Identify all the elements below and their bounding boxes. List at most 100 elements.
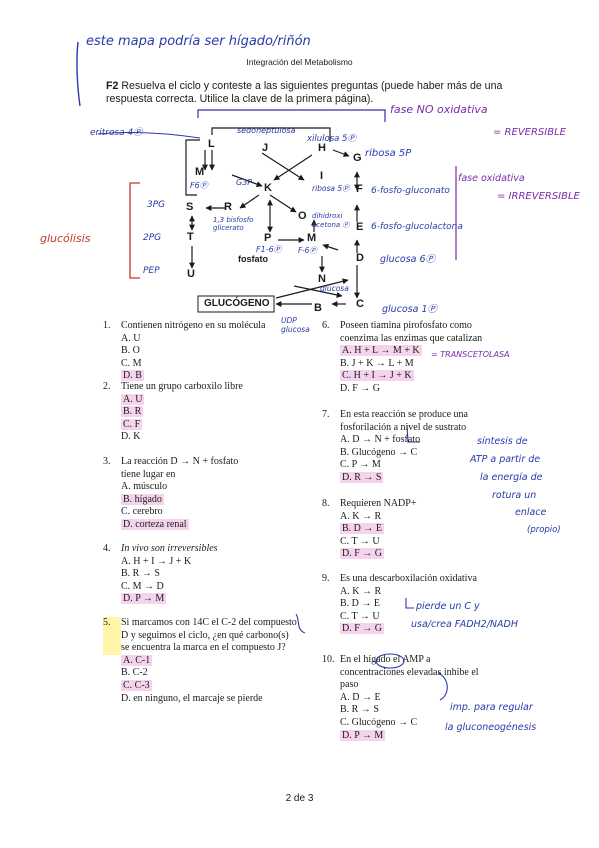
node-o: O [298, 210, 307, 222]
option-b: B. R → S [340, 704, 379, 716]
question-text: Poseen tiamina pirofosfato como coenzima… [340, 320, 483, 344]
node-u: U [187, 268, 195, 280]
option-d: D. P → M [121, 593, 167, 605]
note-glucolisis: glucólisis [40, 232, 91, 245]
option-a: A. D → N + fosfato [340, 434, 421, 446]
note-6-fosfo-gluconato: 6-fosfo-gluconato [371, 186, 450, 196]
option-d: D. P → M [340, 729, 386, 741]
note-irreversible: = IRREVERSIBLE [497, 191, 580, 202]
note-sedoheptulosa: sedoheptulosa [237, 126, 296, 135]
option-b: B. D → E [340, 523, 384, 535]
question-text: La reacción D → N + fosfato tiene lugar … [121, 456, 239, 480]
question-number: 10. [322, 654, 335, 665]
option-b: B. O [121, 345, 140, 357]
node-d: D [356, 252, 364, 264]
question-2: 2.Tiene un grupo carboxilo libre A. U B.… [103, 381, 298, 444]
option-c: C. P → M [340, 459, 381, 471]
option-d: D. B [121, 370, 144, 382]
node-g: G [353, 152, 362, 164]
instructions-text: Resuelva el ciclo y conteste a las sigui… [106, 80, 503, 105]
question-number: 4. [103, 543, 111, 554]
option-a: A. H + L → M + K [340, 345, 422, 357]
node-k: K [264, 182, 272, 194]
document-title: Integración del Metabolismo [246, 57, 353, 67]
node-h: H [318, 142, 326, 154]
option-a: A. C-1 [121, 654, 153, 666]
question-text: Contienen nitrógeno en su molécula [121, 320, 266, 331]
option-d: D. K [121, 431, 141, 443]
option-c: C. F [121, 418, 143, 430]
node-i: I [320, 170, 324, 182]
question-text: Tiene un grupo carboxilo libre [121, 381, 243, 392]
node-s: S [186, 201, 194, 213]
question-number: 7. [322, 409, 330, 420]
option-b: B. R → S [121, 568, 160, 580]
option-b: B. Glucógeno → C [340, 446, 418, 458]
note-bisfosfo: 1,3 bisfosfo glicerato [213, 216, 254, 232]
note-f16p: F1-6Ⓟ [256, 245, 282, 254]
option-b: B. hígado [121, 493, 164, 505]
option-a: A. K → R [340, 585, 382, 597]
question-9: 9. Es una descarboxilación oxidativa A. K… [322, 573, 502, 636]
question-5: 5.Si marcamos con 14C el C-2 del compues… [103, 617, 298, 705]
option-d: D. F → G [340, 548, 385, 560]
note-q7-line4: rotura un [492, 490, 537, 501]
question-number: 2. [103, 381, 111, 392]
option-b: B. R [121, 406, 144, 418]
question-text: En el hígado el AMP a concentraciones el… [340, 654, 479, 691]
node-c: C [356, 298, 364, 310]
option-b: B. C-2 [121, 667, 148, 679]
question-1: 1.Contienen nitrógeno en su molécula A. … [103, 320, 298, 383]
note-q7-line2: ATP a partir de [470, 454, 541, 465]
question-text: Si marcamos con 14C el C-2 del compuesto… [121, 617, 297, 654]
note-g3p: G3P [236, 178, 253, 187]
node-j: J [262, 142, 269, 154]
note-udp: UDP glucosa [281, 316, 310, 334]
question-number: 6. [322, 320, 330, 331]
fosfato-label: fosfato [238, 254, 268, 264]
note-q9-line1: pierde un C y [416, 601, 480, 612]
node-p: P [264, 232, 272, 244]
question-text: En esta reacción se produce una fosforil… [340, 409, 468, 433]
option-c: C. Glucógeno → C [340, 716, 418, 728]
option-c: C. M → D [121, 580, 164, 592]
note-2pg: 2PG [143, 233, 162, 243]
note-q7-line1: síntesis de [477, 436, 528, 447]
option-c: C. T → U [340, 610, 380, 622]
note-glucosa6: glucosa 6Ⓟ [380, 254, 436, 265]
option-a: A. músculo [121, 481, 168, 493]
node-b: B [314, 302, 322, 314]
note-xilulosa: xilulosa 5Ⓟ [307, 134, 356, 144]
option-d: D. F → G [340, 623, 385, 635]
note-transcetolasa: = TRANSCETOLASA [431, 350, 510, 359]
note-q10-line1: imp. para regular [450, 702, 533, 713]
option-c: C. T → U [340, 535, 380, 547]
glycogen-box: GLUCÓGENO [204, 298, 270, 309]
note-q7-line3: la energía de [480, 472, 543, 483]
question-8: 8.Requieren NADP+ A. K → R B. D → E C. T… [322, 498, 482, 561]
note-glucosa: glucosa [320, 284, 349, 293]
note-fase-oxidativa: fase oxidativa [458, 173, 525, 184]
node-n: N [318, 273, 326, 285]
note-ribosa5: ribosa 5Ⓟ [312, 184, 350, 193]
option-d: D. en ninguno, el marcaje se pierde [121, 692, 263, 704]
question-number: 9. [322, 573, 330, 584]
option-d: D. R → S [340, 471, 384, 483]
note-fase-no-oxidativa: fase NO oxidativa [390, 103, 488, 116]
node-l: L [208, 138, 215, 150]
question-7: 7. En esta reacción se produce una fosfor… [322, 409, 507, 485]
note-f6p-2: F-6Ⓟ [298, 246, 317, 255]
note-pep: PEP [143, 266, 160, 276]
question-3: 3.La reacción D → N + fosfato tiene luga… [103, 456, 253, 532]
option-c: C. M [121, 357, 142, 369]
node-f: F [356, 183, 363, 195]
note-f6p: F6Ⓟ [190, 181, 208, 190]
option-b: B. D → E [340, 598, 380, 610]
question-6: 6. Poseen tiamina pirofosfato como coenzi… [322, 320, 502, 396]
note-eritrosa: eritrosa 4Ⓟ [90, 128, 143, 138]
note-q10-line2: la gluconeogénesis [445, 722, 537, 733]
instructions-code: F2 [106, 80, 119, 92]
question-text: Es una descarboxilación oxidativa [340, 573, 477, 584]
question-number: 1. [103, 320, 111, 331]
note-q9-line2: usa/crea FADH2/NADH [411, 619, 518, 630]
